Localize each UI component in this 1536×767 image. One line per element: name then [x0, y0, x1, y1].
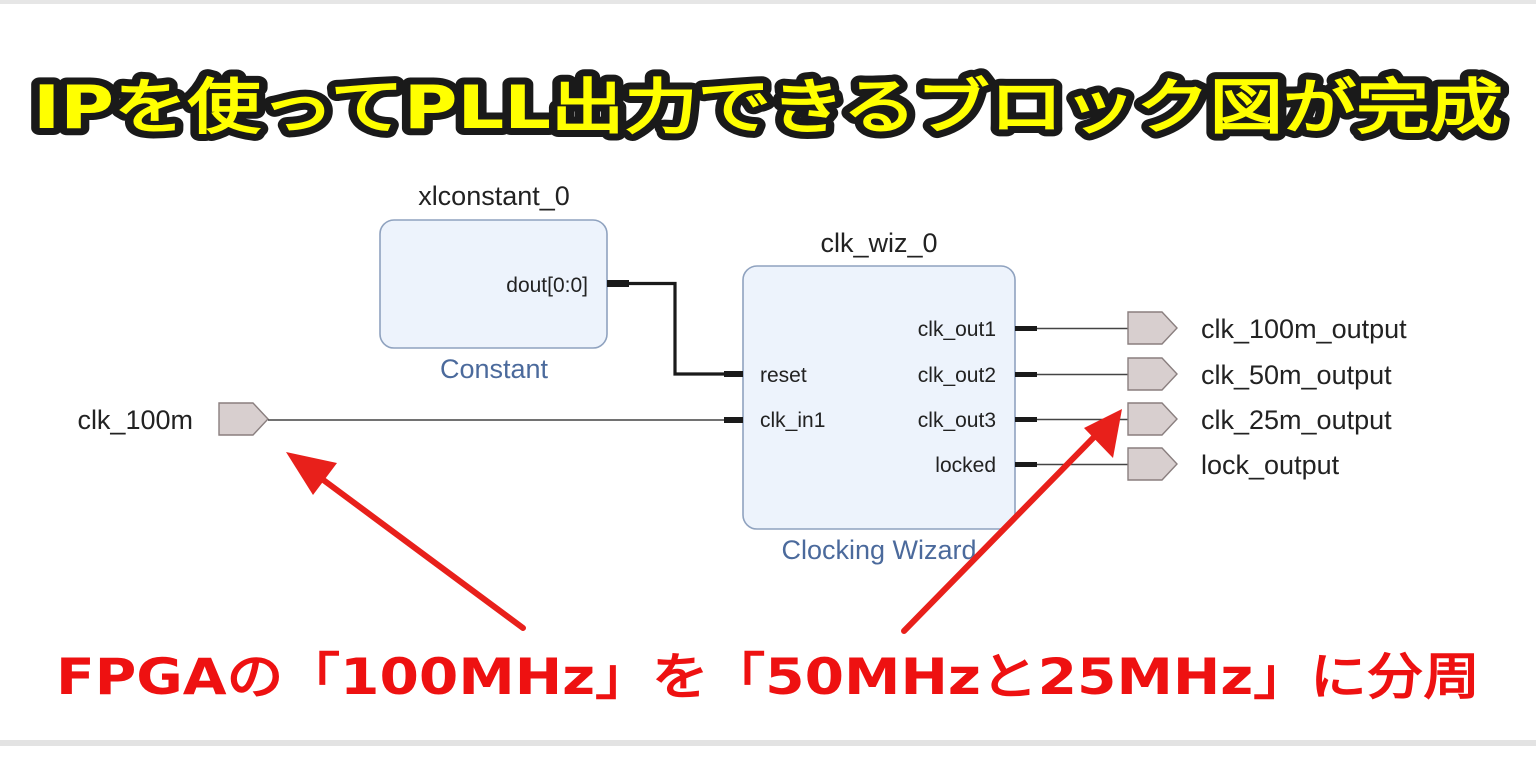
dout-pin-stub	[607, 280, 629, 287]
clk-in1-pin-stub	[724, 417, 743, 423]
clkwiz-type-label: Clocking Wizard	[781, 535, 976, 565]
port-lock-output-icon[interactable]	[1127, 447, 1178, 481]
port-clk-100m-icon[interactable]	[218, 402, 269, 436]
clk-in1-pin-label: clk_in1	[760, 409, 825, 432]
clk-out1-pin-label: clk_out1	[918, 318, 996, 341]
locked-pin-stub	[1015, 462, 1037, 467]
clk-out2-pin-label: clk_out2	[918, 364, 996, 387]
port-clk-25m-output-label: clk_25m_output	[1201, 405, 1392, 435]
port-clk-50m-output-label: clk_50m_output	[1201, 360, 1392, 390]
port-lock-output-label: lock_output	[1201, 450, 1340, 480]
callout-arrow-right-icon	[901, 409, 1122, 634]
headline: IPを使ってPLL出力できるブロック図が完成	[33, 73, 1503, 143]
port-clk-100m-output-label: clk_100m_output	[1201, 314, 1407, 344]
callout-arrow-left-icon	[286, 452, 526, 631]
clkwiz-block[interactable]	[742, 265, 1016, 530]
clkwiz-instance-name: clk_wiz_0	[820, 228, 937, 258]
top-border	[0, 0, 1536, 4]
clk-out3-pin-stub	[1015, 417, 1037, 422]
constant-type-label: Constant	[440, 354, 549, 384]
block-diagram: IPを使ってPLL出力できるブロック図が完成 xlconstant_0 dout…	[26, 66, 1510, 706]
reset-pin-label: reset	[760, 364, 807, 387]
clk-out1-pin-stub	[1015, 326, 1037, 331]
port-clk-100m-output-icon[interactable]	[1127, 311, 1178, 345]
port-clk-100m-label: clk_100m	[77, 405, 193, 435]
net-dout-to-reset[interactable]	[629, 281, 743, 376]
port-clk-25m-output-icon[interactable]	[1127, 402, 1178, 436]
port-clk-50m-output-icon[interactable]	[1127, 357, 1178, 391]
constant-dout-pin-label: dout[0:0]	[506, 274, 588, 297]
clk-out2-pin-stub	[1015, 372, 1037, 377]
bottom-strip	[0, 746, 1536, 767]
caption: FPGAの「100MHz」を「50MHzと25MHz」に分周	[56, 648, 1480, 706]
constant-instance-name: xlconstant_0	[418, 181, 570, 211]
clk-out3-pin-label: clk_out3	[918, 409, 996, 432]
locked-pin-label: locked	[935, 454, 996, 477]
reset-pin-stub	[724, 371, 743, 377]
bottom-border	[0, 740, 1536, 746]
